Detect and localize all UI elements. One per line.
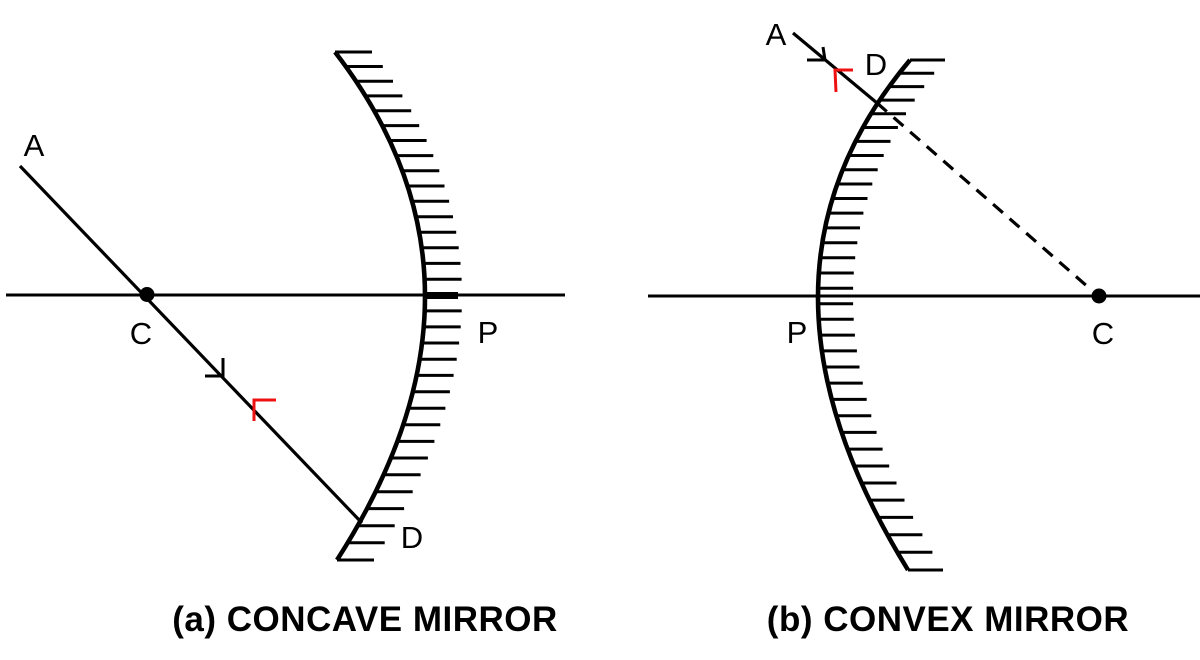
concave-mirror-diagram: A C P D (a) CONCAVE MIRROR <box>6 50 565 639</box>
convex-label-p: P <box>787 315 808 350</box>
convex-incident-ray-arrow-icon <box>807 46 827 62</box>
convex-ray-extension-dashed <box>875 101 1090 289</box>
convex-mirror-diagram: A D P C (b) CONVEX MIRROR <box>648 17 1200 639</box>
convex-mirror-surface <box>815 58 912 572</box>
convex-caption: (b) CONVEX MIRROR <box>767 600 1129 639</box>
concave-label-a: A <box>24 128 45 163</box>
convex-center-of-curvature-dot <box>1091 288 1107 304</box>
concave-ray-a-c-d <box>18 164 364 525</box>
concave-label-d: D <box>401 520 423 555</box>
concave-reflected-ray-arrow-icon <box>252 398 276 421</box>
convex-reflected-ray-arrow-icon <box>833 68 853 93</box>
convex-label-c: C <box>1092 316 1114 351</box>
concave-center-of-curvature-dot <box>139 287 155 302</box>
concave-incident-ray-arrow-icon <box>205 358 225 378</box>
convex-incident-ray <box>791 31 879 105</box>
convex-mirror-hatching <box>818 58 945 572</box>
concave-mirror-surface <box>333 50 428 562</box>
concave-mirror-hatching <box>335 50 462 562</box>
concave-label-c: C <box>130 316 152 351</box>
convex-label-d: D <box>865 47 887 82</box>
concave-caption: (a) CONCAVE MIRROR <box>172 600 558 639</box>
concave-label-p: P <box>478 315 499 350</box>
convex-label-a: A <box>766 17 787 52</box>
